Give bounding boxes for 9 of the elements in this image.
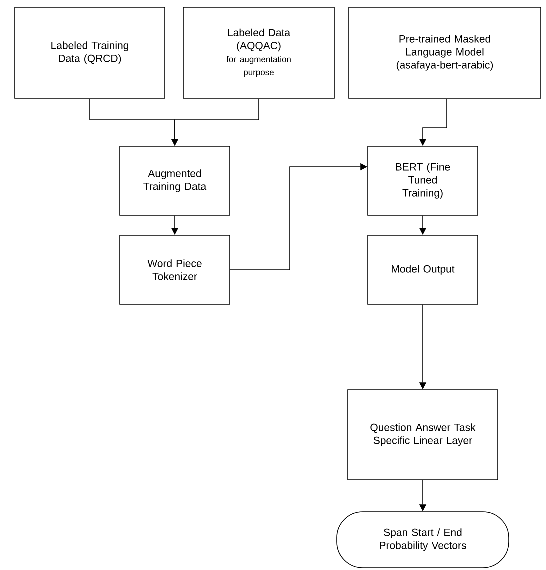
process-box: Word Piece Tokenizer xyxy=(120,235,230,305)
process-box: Augmented Training Data xyxy=(120,146,230,216)
process-box: Model Output xyxy=(368,235,478,305)
process-box: Question Answer Task Specific Linear Layer xyxy=(348,390,498,480)
terminal-box: Span Start / End Probability Vectors xyxy=(336,512,510,568)
process-box: Labeled Data (AQQAC) for augmentation purpose xyxy=(183,7,335,99)
process-box: Pre-trained Masked Language Model (asafaya-bert-arabic) xyxy=(348,7,542,99)
process-box: Labeled Training Data (QRCD) xyxy=(14,7,166,99)
process-box: BERT (Fine Tuned Training) xyxy=(368,146,478,216)
